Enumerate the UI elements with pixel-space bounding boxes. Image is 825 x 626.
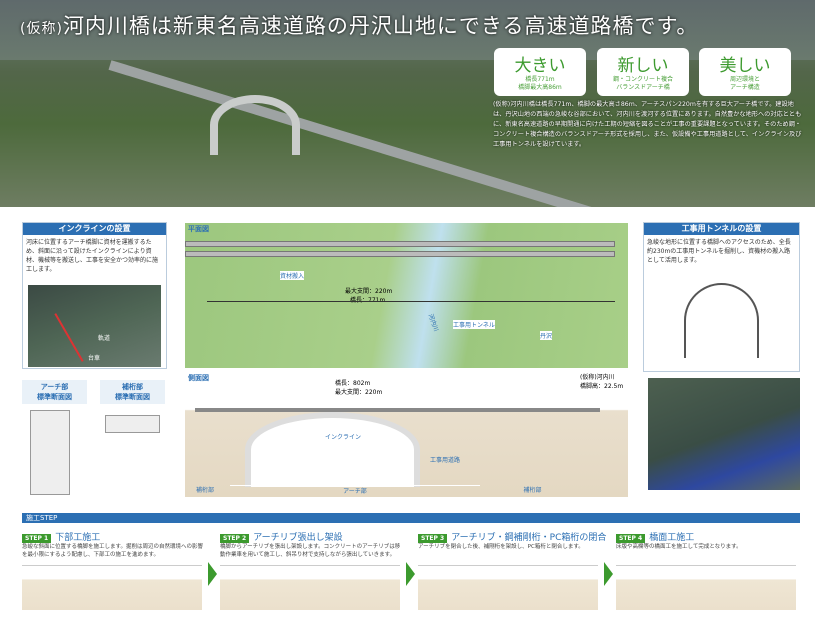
tunnel-panel-text: 急峻な地形に位置する橋脚へのアクセスのため、全長約230mの工事用トンネルを掘削… [647, 239, 791, 264]
incline-panel-text: 河床に位置するアーチ橋脚に資材を運搬するため、斜面に沿って設けたインクラインによ… [26, 239, 159, 273]
girder-section-label: 補桁部標準断面図 [100, 380, 165, 404]
hero-photo: (仮称)河内川橋は新東名高速道路の丹沢山地にできる高速道路橋です。 大きい橋長7… [0, 0, 815, 207]
incline-photo: 軌道 台車 [28, 285, 161, 367]
page-title: (仮称)河内川橋は新東名高速道路の丹沢山地にできる高速道路橋です。 [20, 14, 699, 38]
feature-card-new: 新しい鋼・コンクリート複合バランスドアーチ橋 [597, 48, 689, 96]
tunnel-cross-section [684, 283, 759, 358]
steps-header: 施工STEP [22, 513, 800, 523]
profile-drawing: 側面図 橋長：802m 最大支間：220m (仮称)河内川 橋脚高：22.5m … [185, 372, 628, 497]
step-arrow [406, 562, 415, 586]
hero-description: (仮称)河内川橋は橋長771m、橋脚の最大高さ86m、アーチスパン220mを有す… [493, 101, 802, 148]
incline-panel-title: インクラインの設置 [23, 223, 166, 235]
bridge-arch-image [210, 95, 300, 155]
feature-card-beautiful: 美しい周辺環境とアーチ構造 [699, 48, 791, 96]
tunnel-photo [648, 378, 800, 490]
incline-panel: インクラインの設置 河床に位置するアーチ橋脚に資材を運搬するため、斜面に沿って設… [22, 222, 167, 369]
step-arrow [604, 562, 613, 586]
girder-section-drawing [105, 415, 160, 433]
tunnel-panel-title: 工事用トンネルの設置 [644, 223, 799, 235]
plan-map: 平面図 資材搬入 最大支間：220m 橋長：771m 工事用トンネル 河内川 丹… [185, 223, 628, 368]
arch-section-label: アーチ部標準断面図 [22, 380, 87, 404]
step-arrow [208, 562, 217, 586]
arch-section-drawing [30, 410, 70, 495]
tunnel-panel: 工事用トンネルの設置 急峻な地形に位置する橋脚へのアクセスのため、全長約230m… [643, 222, 800, 372]
